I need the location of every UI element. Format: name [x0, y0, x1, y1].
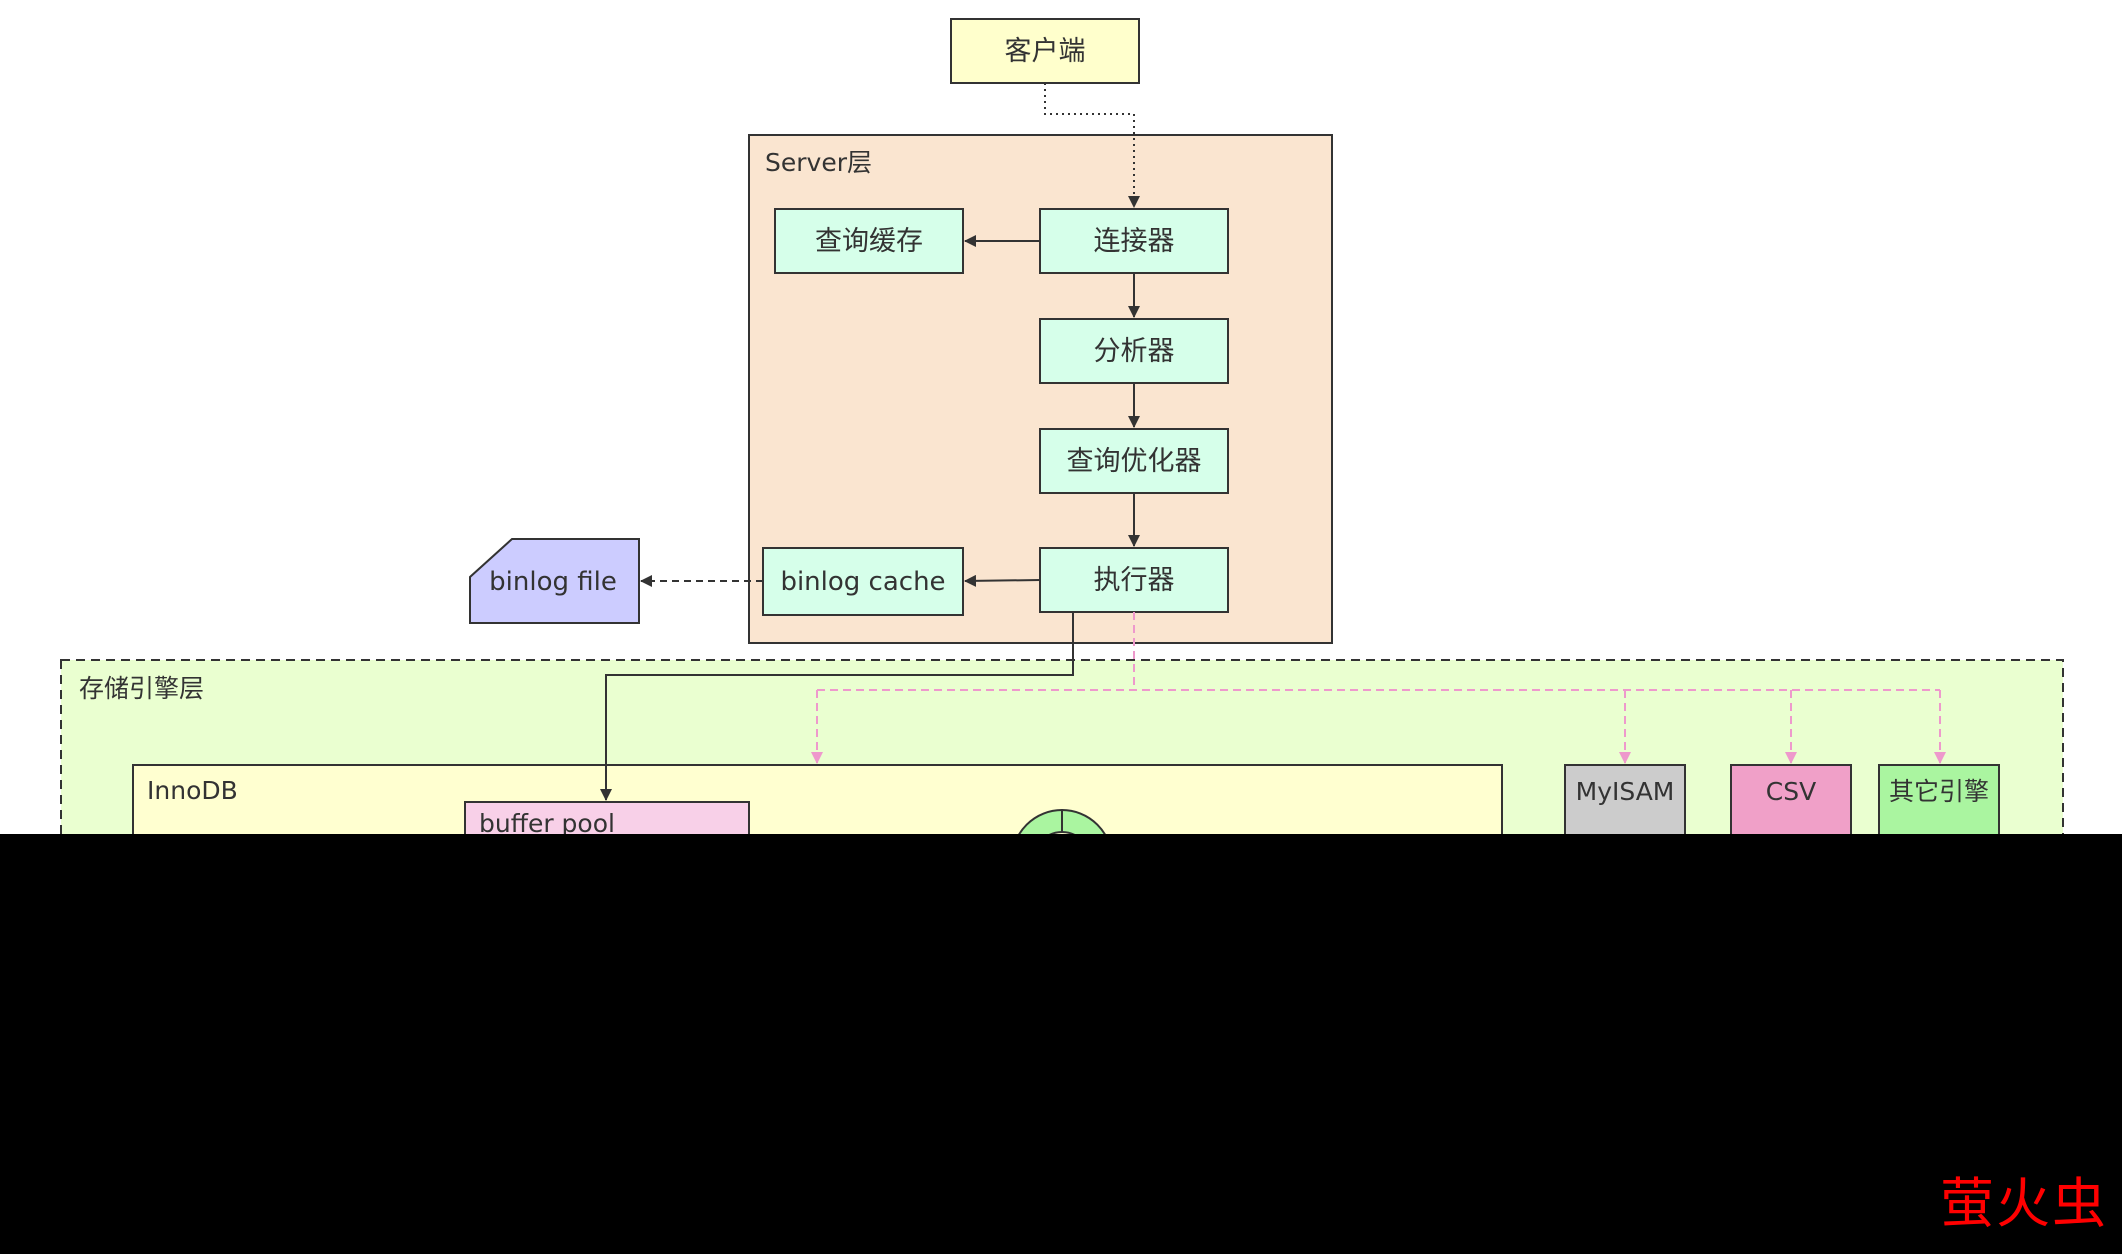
buffer-pool-box — [464, 801, 750, 834]
myisam-label: MyISAM — [1576, 777, 1675, 806]
buffer-pool-label: buffer pool — [479, 809, 615, 834]
binlog-cache-label: binlog cache — [780, 567, 945, 597]
watermark-text: 萤火虫 — [1940, 1172, 2108, 1235]
client-label: 客户端 — [1005, 36, 1086, 67]
server-layer-label: Server层 — [765, 148, 872, 177]
query-cache-box — [774, 208, 964, 274]
csv-label: CSV — [1766, 777, 1816, 806]
other-engine-label: 其它引擎 — [1889, 777, 1989, 806]
optimizer-box — [1039, 428, 1229, 494]
other-engine-box — [1878, 764, 2000, 834]
csv-box — [1730, 764, 1852, 834]
query-cache-label: 查询缓存 — [815, 226, 923, 257]
analyzer-label: 分析器 — [1094, 336, 1175, 367]
connector-box — [1039, 208, 1229, 274]
binlog-file-shape — [469, 538, 640, 624]
binlog-cache-box — [762, 547, 964, 616]
executor-label: 执行器 — [1094, 565, 1175, 596]
optimizer-label: 查询优化器 — [1067, 446, 1202, 477]
innodb-label: InnoDB — [147, 776, 238, 805]
storage-engine-layer-label: 存储引擎层 — [79, 674, 204, 703]
redacted-region — [0, 834, 2122, 1254]
binlog-file-label: binlog file — [489, 567, 617, 597]
innodb-box — [132, 764, 1503, 834]
myisam-box — [1564, 764, 1686, 834]
arrow-executor-to-binlog-cache — [964, 574, 1041, 587]
arrow-executor-to-buffer-pool — [600, 612, 1074, 801]
mysql-architecture-diagram: 存储引擎层 InnoDB buffer pool MyISAM CSV 其它引擎… — [60, 18, 2064, 834]
executor-box — [1039, 547, 1229, 613]
client-box — [950, 18, 1140, 84]
connector-label: 连接器 — [1094, 226, 1175, 257]
